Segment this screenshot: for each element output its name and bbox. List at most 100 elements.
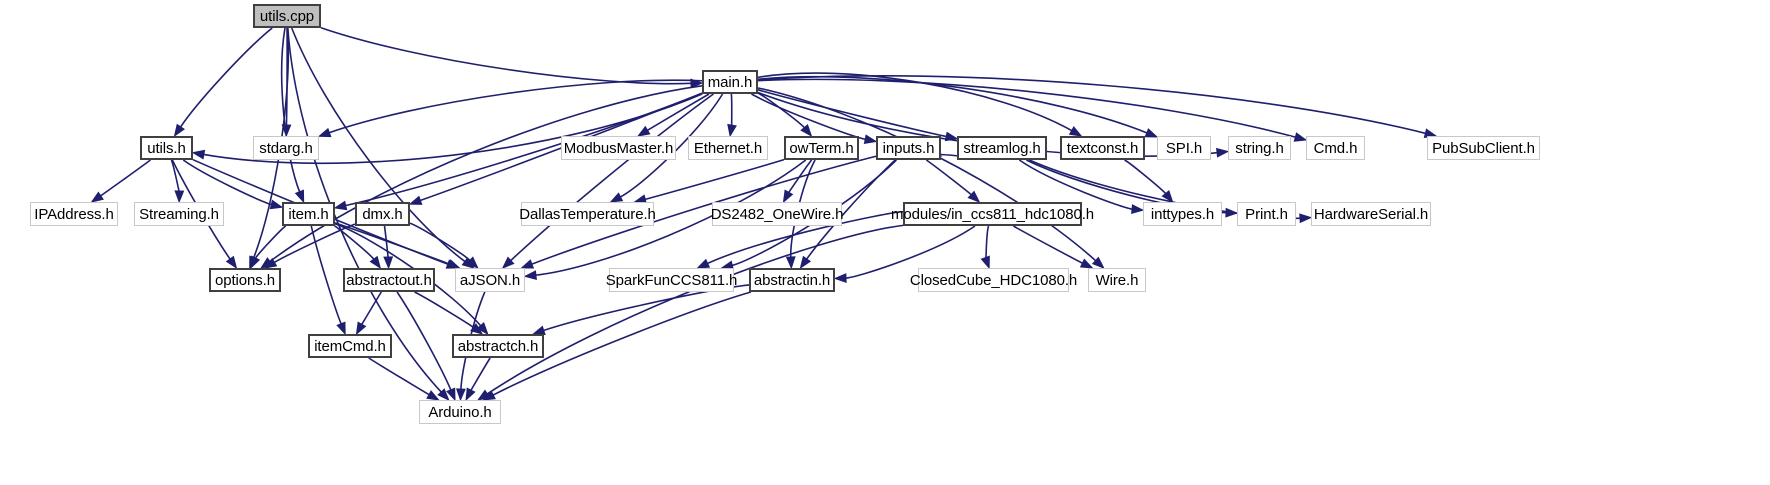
graph-node-ajson-h[interactable]: aJSON.h xyxy=(455,268,525,292)
graph-node-modbusmaster-h[interactable]: ModbusMaster.h xyxy=(561,136,676,160)
graph-edge-utils-cpp-to-main-h xyxy=(320,26,693,85)
graph-edge-main-h-to-options-h xyxy=(268,85,703,263)
graph-edge-abstractout-h-to-arduino-h xyxy=(396,291,452,392)
graph-node-arduino-h[interactable]: Arduino.h xyxy=(419,400,501,424)
graph-node-streamlog-h[interactable]: streamlog.h xyxy=(957,136,1047,160)
graph-node-label: stdarg.h xyxy=(259,139,313,157)
graph-node-label: IPAddress.h xyxy=(34,205,114,223)
graph-edge-arrowhead-icon xyxy=(967,190,981,203)
graph-edge-arrowhead-icon xyxy=(317,127,332,138)
graph-node-label: dmx.h xyxy=(362,205,403,223)
graph-edge-arrowhead-icon xyxy=(520,259,535,269)
graph-node-ccs811-h[interactable]: modules/in_ccs811_hdc1080.h xyxy=(891,202,1094,226)
graph-node-utils-cpp[interactable]: utils.cpp xyxy=(253,4,321,28)
graph-edge-utils-h-to-ipaddress-h xyxy=(99,159,151,198)
graph-edge-arrowhead-icon xyxy=(336,321,346,336)
graph-edge-arrowhead-icon xyxy=(225,255,238,270)
graph-node-stdarg-h[interactable]: stdarg.h xyxy=(253,136,319,160)
graph-edge-arrowhead-icon xyxy=(446,259,461,269)
graph-edge-item-h-to-abstractch-h xyxy=(334,223,482,327)
graph-edge-item-h-to-options-h xyxy=(254,225,287,260)
graph-edge-owterm-h-to-dallastemp-h xyxy=(644,158,785,201)
graph-node-abstractin-h[interactable]: abstractin.h xyxy=(749,268,835,292)
graph-edge-arrowhead-icon xyxy=(263,257,278,269)
graph-node-main-h[interactable]: main.h xyxy=(702,70,758,94)
graph-node-hwserial-h[interactable]: HardwareSerial.h xyxy=(1311,202,1431,226)
graph-edge-item-h-to-ajson-h xyxy=(334,222,451,266)
graph-edge-arrowhead-icon xyxy=(466,256,479,269)
graph-node-label: Cmd.h xyxy=(1313,139,1358,157)
graph-edge-main-h-to-ajson-h xyxy=(509,93,714,262)
graph-node-label: DallasTemperature.h xyxy=(519,205,656,223)
graph-node-cmd-h[interactable]: Cmd.h xyxy=(1306,136,1365,160)
graph-edge-main-h-to-streamlog-h xyxy=(757,89,948,138)
graph-node-closedcube-h[interactable]: ClosedCube_HDC1080.h xyxy=(910,268,1077,292)
graph-edge-arrowhead-icon xyxy=(269,199,284,210)
graph-node-inputs-h[interactable]: inputs.h xyxy=(876,136,941,160)
graph-edge-arrowhead-icon xyxy=(980,255,990,270)
graph-node-label: string.h xyxy=(1235,139,1284,157)
graph-node-ipaddress-h[interactable]: IPAddress.h xyxy=(30,202,118,226)
graph-edge-main-h-to-inputs-h xyxy=(751,93,867,141)
graph-edge-main-h-to-dmx-h xyxy=(419,92,703,202)
graph-node-label: abstractin.h xyxy=(753,271,831,289)
graph-node-ethernet-h[interactable]: Ethernet.h xyxy=(688,136,768,160)
graph-node-string-h[interactable]: string.h xyxy=(1228,136,1291,160)
graph-node-pubsubclient-h[interactable]: PubSubClient.h xyxy=(1427,136,1540,160)
graph-edge-main-h-to-cmd-h xyxy=(757,78,1297,139)
graph-node-options-h[interactable]: options.h xyxy=(209,268,281,292)
graph-edge-arrowhead-icon xyxy=(476,322,489,336)
graph-node-label: textconst.h xyxy=(1066,139,1139,157)
graph-node-label: modules/in_ccs811_hdc1080.h xyxy=(891,205,1095,223)
graph-node-streaming-h[interactable]: Streaming.h xyxy=(134,202,224,226)
graph-edge-dmx-h-to-ajson-h xyxy=(409,222,472,262)
graph-edge-arrowhead-icon xyxy=(465,387,476,402)
graph-edge-ccs811-h-to-closedcube-h xyxy=(984,225,990,260)
graph-edge-arrowhead-icon xyxy=(696,258,711,269)
graph-node-dallastemp-h[interactable]: DallasTemperature.h xyxy=(519,202,656,226)
graph-node-itemcmd-h[interactable]: itemCmd.h xyxy=(308,334,392,358)
graph-edge-textconst-h-to-inttypes-h xyxy=(1124,159,1167,195)
graph-edge-arrowhead-icon xyxy=(482,390,496,401)
graph-edge-arrowhead-icon xyxy=(1216,147,1230,158)
graph-edge-arrowhead-icon xyxy=(636,125,651,137)
graph-node-dmx-h[interactable]: dmx.h xyxy=(355,202,410,226)
graph-node-abstractout-h[interactable]: abstractout.h xyxy=(343,268,435,292)
graph-edge-arrowhead-icon xyxy=(1299,213,1313,224)
graph-node-wire-h[interactable]: Wire.h xyxy=(1088,268,1146,292)
graph-edge-arrowhead-icon xyxy=(782,189,794,204)
graph-edge-arrowhead-icon xyxy=(191,149,206,160)
graph-node-spi-h[interactable]: SPI.h xyxy=(1157,136,1211,160)
graph-edge-arrowhead-icon xyxy=(1293,132,1308,142)
graph-node-label: SparkFunCCS811.h xyxy=(605,271,738,289)
graph-node-label: Wire.h xyxy=(1095,271,1139,289)
graph-node-item-h[interactable]: item.h xyxy=(282,202,335,226)
graph-node-print-h[interactable]: Print.h xyxy=(1237,202,1296,226)
graph-node-inttypes-h[interactable]: inttypes.h xyxy=(1143,202,1222,226)
graph-edge-arrowhead-icon xyxy=(727,123,737,138)
graph-edge-ccs811-h-to-wire-h xyxy=(1012,225,1084,265)
graph-edge-utils-h-to-item-h xyxy=(182,159,273,206)
graph-node-label: owTerm.h xyxy=(789,139,854,157)
graph-edge-streamlog-h-to-inttypes-h xyxy=(1018,159,1134,211)
graph-edge-arrowhead-icon xyxy=(799,255,812,270)
graph-node-label: HardwareSerial.h xyxy=(1313,205,1429,223)
graph-node-sparkfun-h[interactable]: SparkFunCCS811.h xyxy=(606,268,737,292)
graph-node-abstractch-h[interactable]: abstractch.h xyxy=(452,334,544,358)
graph-edge-inputs-h-to-ccs811-h xyxy=(925,159,973,196)
graph-node-ds2482-h[interactable]: DS2482_OneWire.h xyxy=(711,202,843,226)
graph-node-label: ClosedCube_HDC1080.h xyxy=(909,271,1078,289)
graph-edge-arrowhead-icon xyxy=(426,390,440,401)
graph-edge-arrowhead-icon xyxy=(408,195,423,205)
graph-node-textconst-h[interactable]: textconst.h xyxy=(1060,136,1145,160)
graph-node-utils-h[interactable]: utils.h xyxy=(140,136,193,160)
graph-node-owterm-h[interactable]: owTerm.h xyxy=(784,136,859,160)
graph-edge-utils-cpp-to-arduino-h xyxy=(287,27,443,394)
graph-edge-arrowhead-icon xyxy=(446,387,456,402)
graph-edge-inputs-h-to-sparkfun-h xyxy=(731,159,897,267)
graph-edge-abstractout-h-to-itemcmd-h xyxy=(360,291,383,327)
graph-edge-arrowhead-icon xyxy=(1161,189,1174,204)
graph-node-label: utils.h xyxy=(147,139,186,157)
graph-edge-arrowhead-icon xyxy=(173,123,186,138)
